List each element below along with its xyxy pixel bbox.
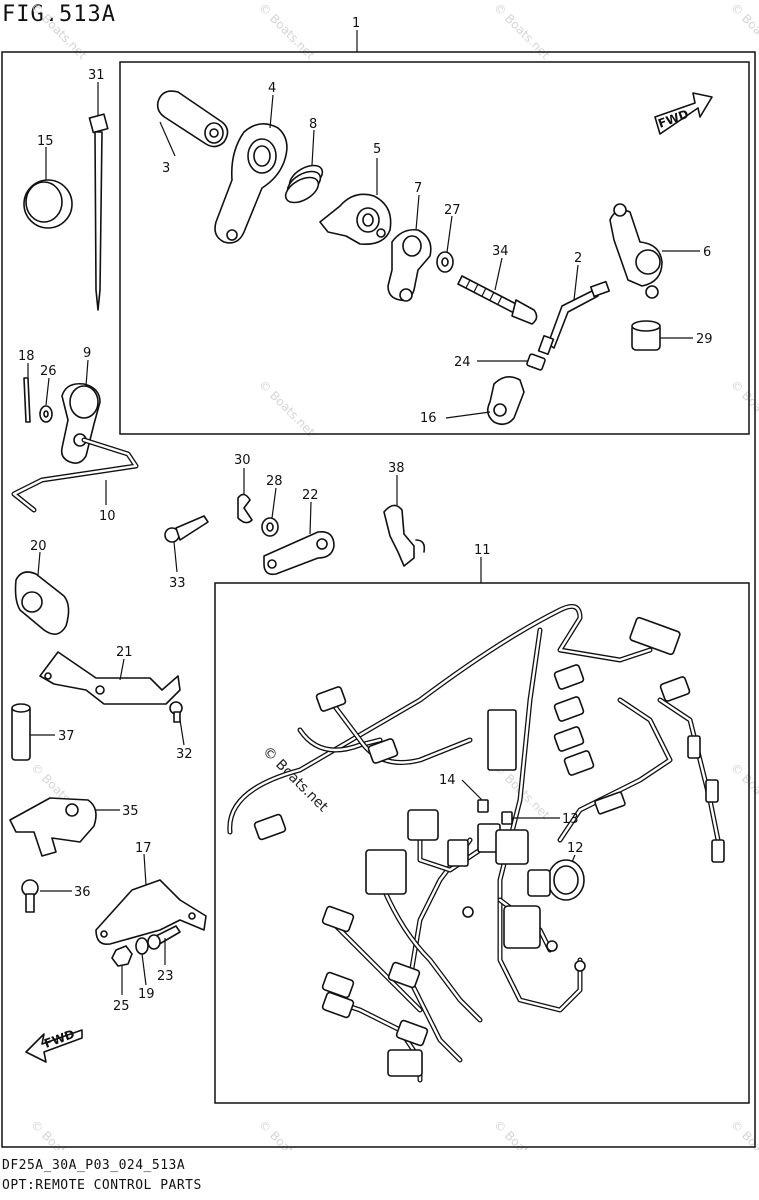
- callout-34: 34: [492, 244, 509, 259]
- figure-title: FIG.513A: [2, 2, 116, 27]
- watermark-text: © Boats.net: [491, 0, 553, 62]
- part-27-washer: [436, 251, 454, 273]
- outer-frame: [1, 51, 756, 1148]
- callout-14: 14: [439, 773, 456, 788]
- part-37-pin: [11, 703, 31, 761]
- part-12-relay: [527, 859, 585, 901]
- callout-31: 31: [88, 68, 105, 83]
- callout-23: 23: [157, 969, 174, 984]
- callout-18: 18: [18, 349, 35, 364]
- callout-36: 36: [74, 885, 91, 900]
- part-8-spring: [284, 164, 324, 204]
- wiring-harness-frame: [214, 582, 750, 1104]
- control-linkage-frame: [119, 61, 750, 435]
- part-19-washer: [135, 937, 149, 955]
- part-14-fuse: [477, 799, 489, 813]
- callout-9: 9: [83, 346, 91, 361]
- part-38-clamp: [383, 504, 426, 567]
- watermark-text: © Boats.net: [28, 0, 90, 62]
- part-5-cam: [319, 193, 392, 246]
- part-2-rod: [537, 280, 611, 356]
- drawing-code: DF25A_30A_P03_024_513A: [2, 1158, 186, 1173]
- callout-17: 17: [135, 841, 152, 856]
- parts-diagram: © Boats.net © Boats.net © Boats.net © Bo…: [1, 0, 759, 1150]
- part-6-arm: [609, 203, 663, 299]
- fwd-arrow-icon: FWD: [654, 92, 713, 135]
- part-25-nut: [111, 945, 133, 967]
- callout-16: 16: [420, 411, 437, 426]
- callout-33: 33: [169, 576, 186, 591]
- part-7-arm: [387, 228, 432, 302]
- part-20-pad: [14, 571, 70, 635]
- part-22-arm: [263, 530, 335, 576]
- part-30-clip: [237, 493, 253, 524]
- part-16-end: [486, 376, 525, 426]
- callout-21: 21: [116, 645, 133, 660]
- callout-20: 20: [30, 539, 47, 554]
- part-11-wiring-harness: [227, 603, 725, 1083]
- callout-19: 19: [138, 987, 155, 1002]
- watermark-text: © Boats.net: [256, 1117, 318, 1150]
- callout-37: 37: [58, 729, 75, 744]
- callout-30: 30: [234, 453, 251, 468]
- part-31-cable-tie: [88, 113, 109, 311]
- part-29-bushing: [631, 320, 661, 351]
- part-32-screw: [169, 701, 183, 723]
- callout-25: 25: [113, 999, 130, 1014]
- callout-10: 10: [99, 509, 116, 524]
- watermark-text: © Boats.net: [256, 0, 318, 62]
- callout-26: 26: [40, 364, 57, 379]
- callout-3: 3: [162, 161, 170, 176]
- callout-2: 2: [574, 251, 582, 266]
- callout-11: 11: [474, 543, 491, 558]
- part-3-sleeve: [156, 90, 229, 148]
- fwd-arrow-icon: FWD: [25, 1027, 83, 1063]
- part-35-plate: [9, 797, 97, 857]
- part-36-bolt: [21, 879, 39, 913]
- callout-29: 29: [696, 332, 713, 347]
- callout-6: 6: [703, 245, 711, 260]
- part-9-lever: [60, 382, 101, 464]
- svg-text:FWD: FWD: [42, 1027, 76, 1051]
- part-34-bolt: [457, 275, 538, 325]
- part-18-pin: [23, 377, 31, 423]
- callout-13: 13: [562, 812, 579, 827]
- part-17-bracket: [95, 879, 207, 946]
- svg-text:FWD: FWD: [656, 107, 690, 131]
- part-28-washer: [261, 517, 279, 537]
- callout-35: 35: [122, 804, 139, 819]
- callout-15: 15: [37, 134, 54, 149]
- callout-5: 5: [373, 142, 381, 157]
- part-24-collar: [526, 353, 546, 371]
- callout-12: 12: [567, 841, 584, 856]
- section-title: OPT:REMOTE CONTROL PARTS: [2, 1178, 202, 1193]
- part-15-plug: [23, 179, 73, 229]
- callout-38: 38: [388, 461, 405, 476]
- callout-32: 32: [176, 747, 193, 762]
- part-4-lever: [214, 123, 288, 244]
- callout-24: 24: [454, 355, 471, 370]
- part-10-link: [11, 437, 139, 513]
- watermark-text: © Boats.net: [28, 1117, 90, 1150]
- footer-caption: DF25A_30A_P03_024_513A OPT:REMOTE CONTRO…: [2, 1156, 202, 1196]
- callout-28: 28: [266, 474, 283, 489]
- part-13-fuse: [501, 811, 513, 825]
- part-23-bolt: [147, 925, 181, 950]
- part-33-bolt: [164, 515, 209, 543]
- watermark-text: © Boats.net: [491, 1117, 553, 1150]
- callout-4: 4: [268, 81, 276, 96]
- watermark-text: © Boats.net: [256, 377, 318, 439]
- part-26-washer: [39, 405, 53, 423]
- callout-7: 7: [414, 181, 422, 196]
- callout-1: 1: [352, 16, 360, 31]
- part-21-bracket: [39, 651, 181, 705]
- callout-8: 8: [309, 117, 317, 132]
- callout-27: 27: [444, 203, 461, 218]
- callout-22: 22: [302, 488, 319, 503]
